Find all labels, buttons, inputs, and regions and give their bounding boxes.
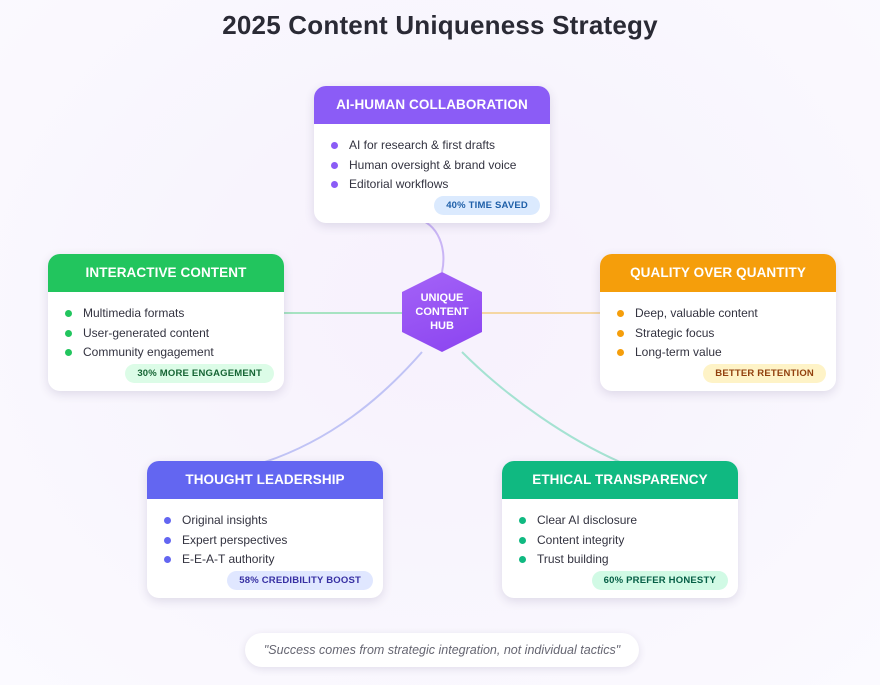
list-item: Editorial workflows [330, 175, 534, 195]
card-title: INTERACTIVE CONTENT [48, 254, 284, 292]
list-item: Multimedia formats [64, 304, 268, 324]
list-item: AI for research & first drafts [330, 136, 534, 156]
stat-badge: 60% PREFER HONESTY [591, 571, 728, 590]
card-title: THOUGHT LEADERSHIP [147, 461, 383, 499]
stat-badge: 58% CREDIBILITY BOOST [227, 571, 373, 590]
hub-label: UNIQUE CONTENT HUB [415, 292, 469, 332]
list-item: E-E-A-T authority [163, 550, 367, 570]
card-quality-over-quantity: QUALITY OVER QUANTITY Deep, valuable con… [600, 254, 836, 391]
connector-thought [264, 351, 423, 463]
card-thought-leadership: THOUGHT LEADERSHIP Original insights Exp… [147, 461, 383, 598]
strategy-quote: "Success comes from strategic integratio… [245, 633, 639, 667]
card-ethical-transparency: ETHICAL TRANSPARENCY Clear AI disclosure… [502, 461, 738, 598]
list-item: Strategic focus [616, 324, 820, 344]
stat-badge: BETTER RETENTION [703, 364, 826, 383]
list-item: Original insights [163, 511, 367, 531]
card-interactive-content: INTERACTIVE CONTENT Multimedia formats U… [48, 254, 284, 391]
connector-ethical [461, 351, 621, 463]
list-item: Community engagement [64, 343, 268, 363]
list-item: Clear AI disclosure [518, 511, 722, 531]
connector-ai [409, 217, 445, 273]
card-list: Multimedia formats User-generated conten… [64, 304, 268, 363]
list-item: Trust building [518, 550, 722, 570]
card-title: AI-HUMAN COLLABORATION [314, 86, 550, 124]
card-list: AI for research & first drafts Human ove… [330, 136, 534, 195]
stat-badge: 40% TIME SAVED [434, 196, 540, 215]
unique-content-hub: UNIQUE CONTENT HUB [402, 272, 482, 352]
card-ai-human-collaboration: AI-HUMAN COLLABORATION AI for research &… [314, 86, 550, 223]
stat-badge: 30% MORE ENGAGEMENT [125, 364, 274, 383]
list-item: User-generated content [64, 324, 268, 344]
page-title: 2025 Content Uniqueness Strategy [222, 10, 658, 40]
list-item: Deep, valuable content [616, 304, 820, 324]
card-list: Original insights Expert perspectives E-… [163, 511, 367, 570]
list-item: Human oversight & brand voice [330, 156, 534, 176]
card-title: QUALITY OVER QUANTITY [600, 254, 836, 292]
card-list: Clear AI disclosure Content integrity Tr… [518, 511, 722, 570]
card-title: ETHICAL TRANSPARENCY [502, 461, 738, 499]
list-item: Content integrity [518, 531, 722, 551]
list-item: Long-term value [616, 343, 820, 363]
card-list: Deep, valuable content Strategic focus L… [616, 304, 820, 363]
list-item: Expert perspectives [163, 531, 367, 551]
